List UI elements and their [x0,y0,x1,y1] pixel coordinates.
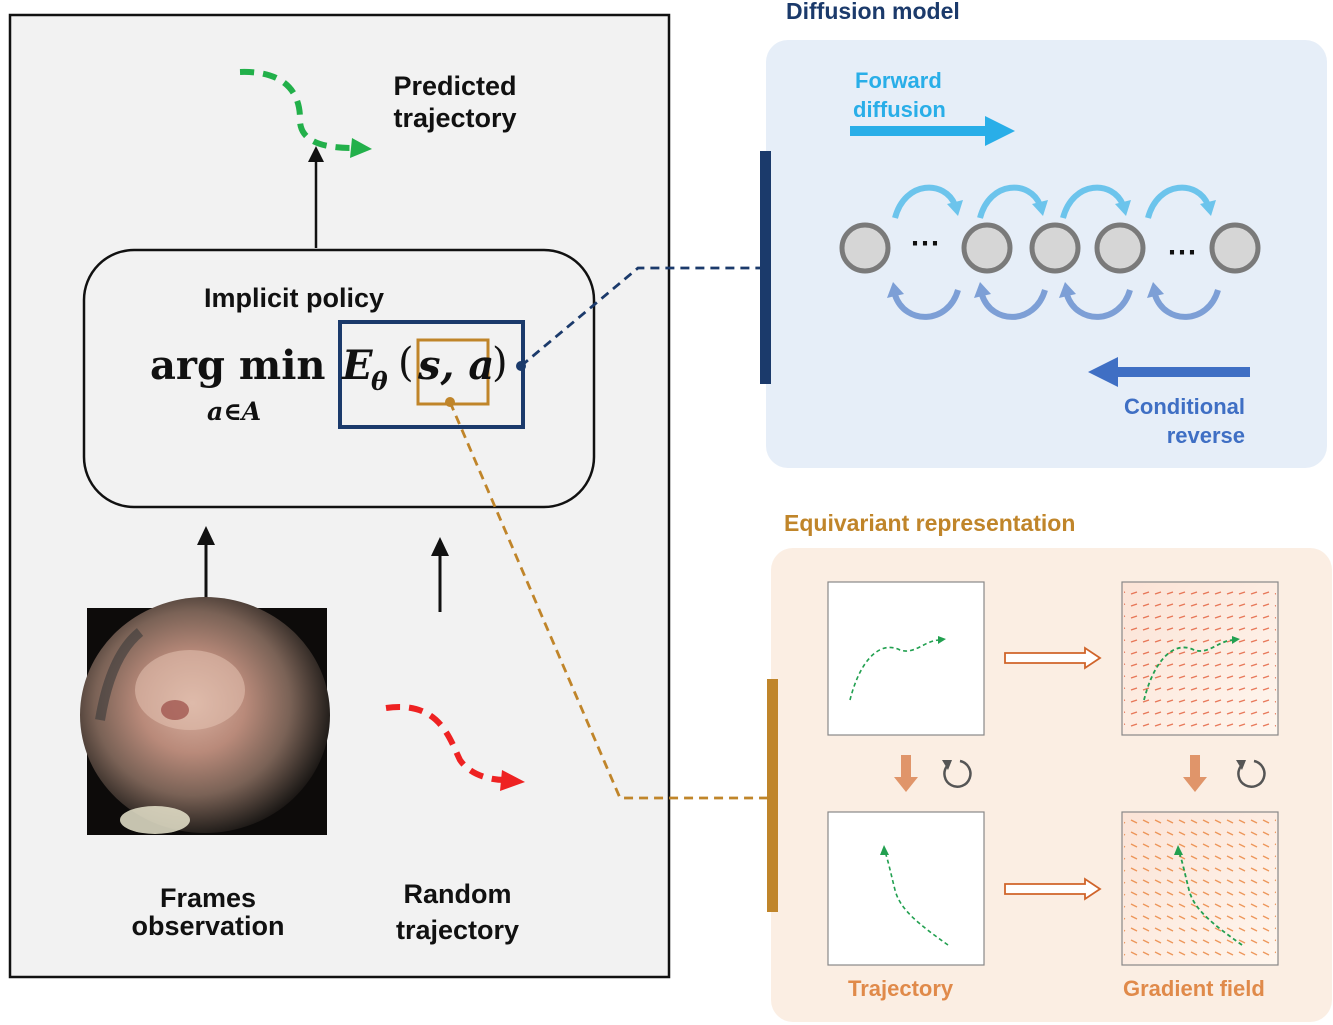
argmin-subscript: a∈A [207,397,262,426]
random-input-arrowhead [431,537,449,556]
gradient-head-bottom [1174,845,1183,855]
forward-label-line1: Forward [855,68,942,93]
endoscope-highlight [135,650,245,730]
state-node [1209,222,1261,274]
trajectory-curve-top [849,639,941,701]
gradient-field-top-vectors [1124,584,1276,733]
forward-diffusion-label: Forward diffusion [853,66,946,124]
gradient-field-caption: Gradient field [1123,976,1265,1001]
gradient-trajectory-bottom [1178,851,1243,946]
state-node [1029,222,1081,274]
rotate-down-arrow-right [1183,755,1207,792]
rotation-icon [1237,759,1266,788]
predicted-trajectory-curve [239,68,353,151]
endoscope-left-edge [95,628,144,721]
forward-step-arrows [892,184,1211,219]
reverse-step-heads [887,282,1164,298]
energy-highlight-box [338,320,525,429]
reverse-label-line2: reverse [1166,423,1245,448]
implicit-policy-box [82,248,596,509]
transform-arrow-bottom [1004,877,1102,901]
state-node [839,222,891,274]
diffusion-states [839,222,1261,274]
diffusion-bracket-bar [760,151,771,384]
navy-connector-line [520,266,765,368]
energy-symbol: E [342,342,373,389]
random-trajectory-label: Random trajectory [375,878,540,946]
rotation-icon [943,759,972,788]
forward-step-heads [947,200,1216,216]
rotate-down-arrow-left [894,755,918,792]
orange-connector-line [448,401,770,800]
reverse-step-arrow [1064,288,1133,320]
predicted-label-line1: Predicted [393,71,517,101]
theta-subscript: θ [371,367,388,396]
trajectory-plot-top [827,581,985,736]
trajectory-plot-bottom [827,811,985,966]
random-trajectory-curve [385,703,506,783]
random-trajectory-arrowhead [500,770,525,791]
gradient-trajectory-top [1143,639,1235,701]
forward-diffusion-arrowhead [985,116,1015,146]
implicit-policy-title: Implicit policy [204,283,385,313]
forward-step-arrow [977,184,1043,219]
reverse-step-arrow [1152,288,1221,320]
rotation-icon-head [1236,760,1246,770]
trajectory-caption: Trajectory [848,976,954,1001]
predicted-trajectory-arrowhead [350,138,372,158]
trajectory-head-bottom [880,845,889,855]
gradient-field-bottom-vectors [1124,814,1276,963]
diffusion-model-title: Diffusion model [786,0,960,24]
endoscope-bottom-light [120,806,190,834]
conditional-reverse-arrowhead [1088,357,1118,387]
predicted-label-line2: trajectory [393,103,517,133]
trajectory-curve-bottom [884,851,949,946]
gradient-head-top [1232,636,1240,644]
open-paren: ( [398,340,414,386]
ellipsis-left: ⋯ [910,227,940,260]
transform-arrow-top [1004,646,1102,670]
predicted-trajectory-label: Predicted trajectory [375,70,535,134]
conditional-reverse-label: Conditional reverse [1105,392,1245,450]
reverse-step-arrow [979,288,1048,320]
state-node [1094,222,1146,274]
reverse-step-arrows [892,288,1221,320]
endoscope-lesion [161,700,189,720]
frames-label-line1: Frames [159,883,257,913]
frames-input-arrowhead [197,526,215,545]
close-paren: ) [492,340,508,386]
random-label-line2: trajectory [395,915,520,945]
ellipsis-right: ⋯ [1167,236,1197,269]
state-node [961,222,1013,274]
equivariant-representation-title: Equivariant representation [784,510,1076,536]
forward-step-arrow [892,184,958,219]
frames-label-line2: observation [131,911,285,941]
forward-step-arrow [1145,184,1211,219]
reverse-label-line1: Conditional [1124,394,1245,419]
trajectory-head-top [938,636,946,644]
reverse-step-arrow [892,288,961,320]
rotation-icon-head [942,760,952,770]
random-label-line1: Random [403,879,512,909]
policy-output-arrowhead [308,146,324,162]
frames-observation-label: Frames observation [108,882,308,942]
argmin-operator: arg min [150,342,326,389]
state-action-args: s, a [418,342,495,389]
forward-label-line2: diffusion [853,97,946,122]
equivariant-bracket-bar [767,679,778,912]
forward-step-arrow [1060,184,1126,219]
